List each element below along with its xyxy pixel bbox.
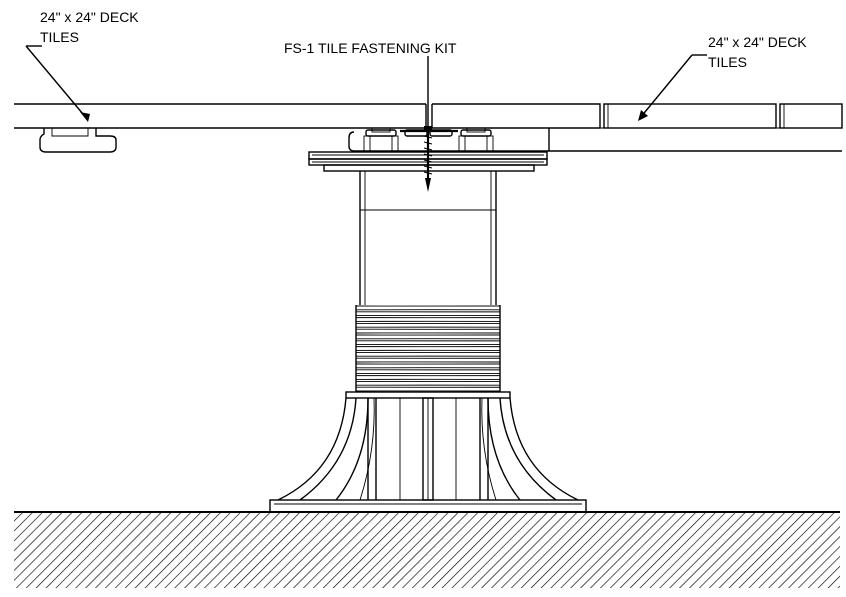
fastening-kit — [363, 126, 494, 192]
label-right-tiles-line1: 24" x 24" DECK — [708, 34, 807, 50]
thread-ring — [355, 305, 501, 311]
thread-ring — [355, 340, 501, 346]
support-rail — [348, 127, 842, 152]
thread-ring — [355, 328, 501, 334]
pedestal-base — [269, 391, 587, 513]
leader-right-tiles — [638, 54, 707, 121]
ground-hatch — [14, 511, 840, 588]
thread-ring — [355, 386, 501, 392]
label-fastening-kit: FS-1 TILE FASTENING KIT — [284, 40, 457, 56]
pedestal-column — [359, 171, 497, 305]
label-left-tiles-line1: 24" x 24" DECK — [40, 9, 139, 25]
deck-tiles — [14, 103, 843, 153]
thread-ring — [355, 357, 501, 363]
thread-ring — [355, 375, 501, 380]
pedestal-threads — [355, 305, 501, 392]
leader-left-tiles — [25, 45, 90, 122]
thread-ring — [355, 380, 501, 386]
thread-ring — [355, 317, 501, 322]
thread-ring — [355, 311, 501, 317]
label-left-tiles-line2: TILES — [40, 29, 79, 45]
label-right-tiles-line2: TILES — [708, 54, 747, 70]
pedestal-head-plate — [308, 151, 548, 172]
screw-icon — [423, 126, 433, 192]
thread-ring — [355, 369, 501, 375]
thread-ring — [355, 363, 501, 369]
thread-ring — [355, 351, 501, 357]
thread-ring — [355, 334, 501, 340]
deck-tile-middle — [431, 103, 601, 129]
deck-tile-left — [14, 103, 427, 153]
thread-ring — [355, 322, 501, 328]
thread-ring — [355, 346, 501, 351]
